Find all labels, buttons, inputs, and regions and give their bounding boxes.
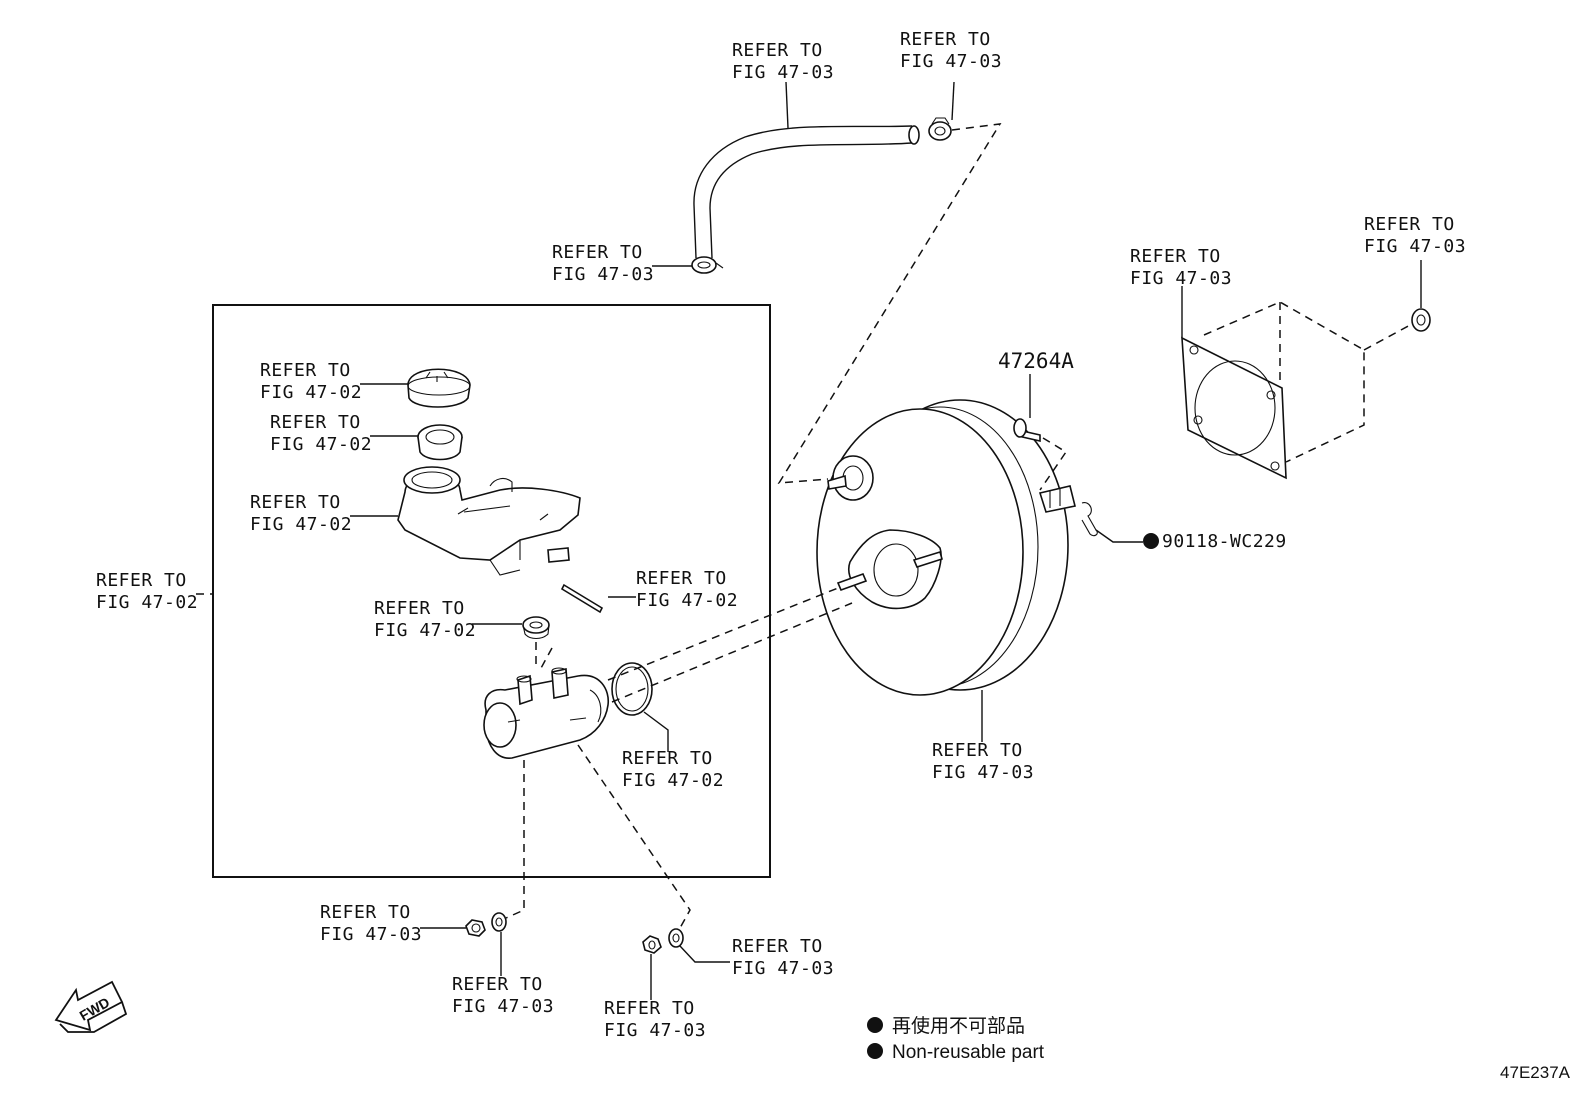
callout-line-1: REFER TO [1130, 246, 1221, 267]
callout-line-1: REFER TO [270, 412, 361, 433]
callout-clip-top-right: REFER TO FIG 47-03 [900, 29, 1002, 72]
callout-line-2: FIG 47-02 [374, 620, 476, 641]
callout-line-1: REFER TO [552, 242, 643, 263]
callout-line-2: FIG 47-03 [1130, 268, 1232, 289]
callout-line-1: REFER TO [374, 598, 465, 619]
callout-line-2: FIG 47-03 [732, 62, 834, 83]
callout-line-1: REFER TO [250, 492, 341, 513]
callout-line-1: REFER TO [260, 360, 351, 381]
legend-bullet-icon [867, 1017, 883, 1033]
callout-reservoir: REFER TO FIG 47-02 [250, 492, 352, 535]
figure-code: 47E237A [1500, 1063, 1571, 1082]
nut-lower-mid [642, 935, 662, 954]
washer-lower-mid [668, 928, 684, 948]
brake-fluid-reservoir [397, 466, 581, 576]
callout-reservoir-cap: REFER TO FIG 47-02 [260, 360, 362, 403]
callout-line-2: FIG 47-02 [270, 434, 372, 455]
callout-strainer: REFER TO FIG 47-02 [270, 412, 372, 455]
legend-english: Non-reusable part [892, 1042, 1045, 1063]
callout-line-1: REFER TO [932, 740, 1023, 761]
reservoir-strainer [417, 424, 463, 461]
callout-line-1: REFER TO [732, 40, 823, 61]
callout-line-2: FIG 47-03 [732, 958, 834, 979]
master-cylinder-inset-box [212, 304, 771, 878]
callout-line-2: FIG 47-03 [604, 1020, 706, 1041]
callout-grommet: REFER TO FIG 47-02 [374, 598, 476, 641]
callout-washer-lower-left: REFER TO FIG 47-03 [452, 974, 554, 1017]
callout-washer-lower-mid: REFER TO FIG 47-03 [732, 936, 834, 979]
legend: 再使用不可部品 Non-reusable part [867, 1015, 1045, 1063]
part-number-pin: 47264A [998, 349, 1074, 373]
callout-line-1: REFER TO [900, 29, 991, 50]
clevis-clip [1081, 501, 1098, 537]
callout-line-1: REFER TO [732, 936, 823, 957]
legend-bullet-icon [867, 1043, 883, 1059]
callout-line-2: FIG 47-02 [96, 592, 198, 613]
callout-clip-lower: REFER TO FIG 47-03 [552, 242, 654, 285]
reservoir-pin [560, 583, 604, 614]
callout-line-1: REFER TO [604, 998, 695, 1019]
callout-line-1: REFER TO [636, 568, 727, 589]
callout-line-2: FIG 47-02 [636, 590, 738, 611]
callout-nut-lower-left: REFER TO FIG 47-03 [320, 902, 422, 945]
callout-line-1: REFER TO [320, 902, 411, 923]
callout-line-2: FIG 47-03 [552, 264, 654, 285]
vacuum-hose [693, 125, 920, 259]
callout-line-2: FIG 47-03 [932, 762, 1034, 783]
part-number-clip: 90118-WC229 [1162, 531, 1287, 552]
master-cylinder [483, 667, 609, 759]
callout-line-1: REFER TO [96, 570, 187, 591]
hose-clip-lower [691, 256, 724, 274]
legend-japanese: 再使用不可部品 [892, 1015, 1025, 1037]
washer-lower-left [491, 912, 507, 932]
clevis-pin [1013, 418, 1041, 443]
callout-hose-top-left: REFER TO FIG 47-03 [732, 40, 834, 83]
callout-nut-right: REFER TO FIG 47-03 [1364, 214, 1466, 257]
callout-assembly: REFER TO FIG 47-02 [96, 570, 198, 613]
callout-line-2: FIG 47-02 [622, 770, 724, 791]
callout-o-ring: REFER TO FIG 47-02 [622, 748, 724, 791]
callout-line-2: FIG 47-03 [320, 924, 422, 945]
brake-booster [816, 399, 1076, 696]
callout-booster: REFER TO FIG 47-03 [932, 740, 1034, 783]
callout-line-2: FIG 47-03 [452, 996, 554, 1017]
hose-clip-top [928, 117, 952, 141]
callout-line-1: REFER TO [452, 974, 543, 995]
callout-gasket: REFER TO FIG 47-03 [1130, 246, 1232, 289]
callout-pin: REFER TO FIG 47-02 [636, 568, 738, 611]
callout-line-2: FIG 47-03 [900, 51, 1002, 72]
non-reusable-bullet-icon [1143, 533, 1159, 549]
fwd-arrow-icon: FWD [54, 980, 128, 1033]
callout-line-2: FIG 47-02 [260, 382, 362, 403]
bracket-nut [1411, 308, 1431, 332]
reservoir-grommet [522, 616, 550, 640]
nut-lower-left [465, 919, 486, 937]
reservoir-cap [407, 368, 471, 408]
callout-line-2: FIG 47-03 [1364, 236, 1466, 257]
callout-line-1: REFER TO [622, 748, 713, 769]
booster-gasket [1181, 336, 1287, 480]
callout-line-2: FIG 47-02 [250, 514, 352, 535]
callout-line-1: REFER TO [1364, 214, 1455, 235]
callout-nut-lower-mid: REFER TO FIG 47-03 [604, 998, 706, 1041]
master-cylinder-o-ring [611, 662, 653, 716]
